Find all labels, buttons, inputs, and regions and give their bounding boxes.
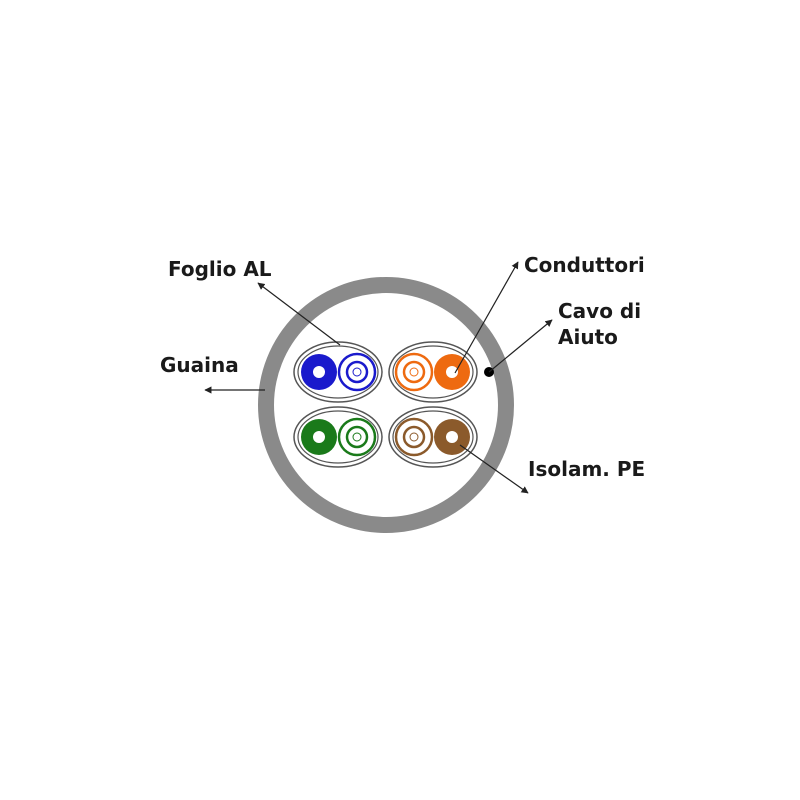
conductor-left-core xyxy=(409,432,419,442)
label-insulation: Isolam. PE xyxy=(528,457,645,481)
blue-pair xyxy=(293,341,383,403)
foil-wrap-inner xyxy=(392,345,474,399)
conductor-left-core xyxy=(409,367,419,377)
label-sheath: Guaina xyxy=(160,353,239,377)
drain-leader xyxy=(488,319,553,373)
label-foil: Foglio AL xyxy=(168,257,272,281)
conductor-left-ring xyxy=(402,360,426,384)
insulation-leader xyxy=(459,444,529,494)
conductor-left-core xyxy=(313,431,325,443)
conductor-right-core xyxy=(352,432,362,442)
foil-wrap-inner xyxy=(297,345,379,399)
label-conductors: Conduttori xyxy=(524,253,645,277)
conductor-right-core xyxy=(352,367,362,377)
green-pair xyxy=(293,406,383,468)
conductors-leader xyxy=(454,261,519,374)
conductor-left-ring xyxy=(402,425,426,449)
conductor-right-core xyxy=(446,366,458,378)
label-drain-line2: Aiuto xyxy=(558,325,618,349)
twisted-pairs xyxy=(293,341,478,468)
brown-pair xyxy=(388,406,478,468)
orange-pair xyxy=(388,341,478,403)
foil-leader xyxy=(257,282,341,346)
label-drain-line1: Cavo di xyxy=(558,299,641,323)
sheath xyxy=(258,277,514,533)
conductor-left-core xyxy=(313,366,325,378)
foil-wrap-inner xyxy=(297,410,379,464)
conductor-right-ring xyxy=(345,360,369,384)
conductor-right-ring xyxy=(345,425,369,449)
conductor-right-core xyxy=(446,431,458,443)
foil-wrap-inner xyxy=(392,410,474,464)
